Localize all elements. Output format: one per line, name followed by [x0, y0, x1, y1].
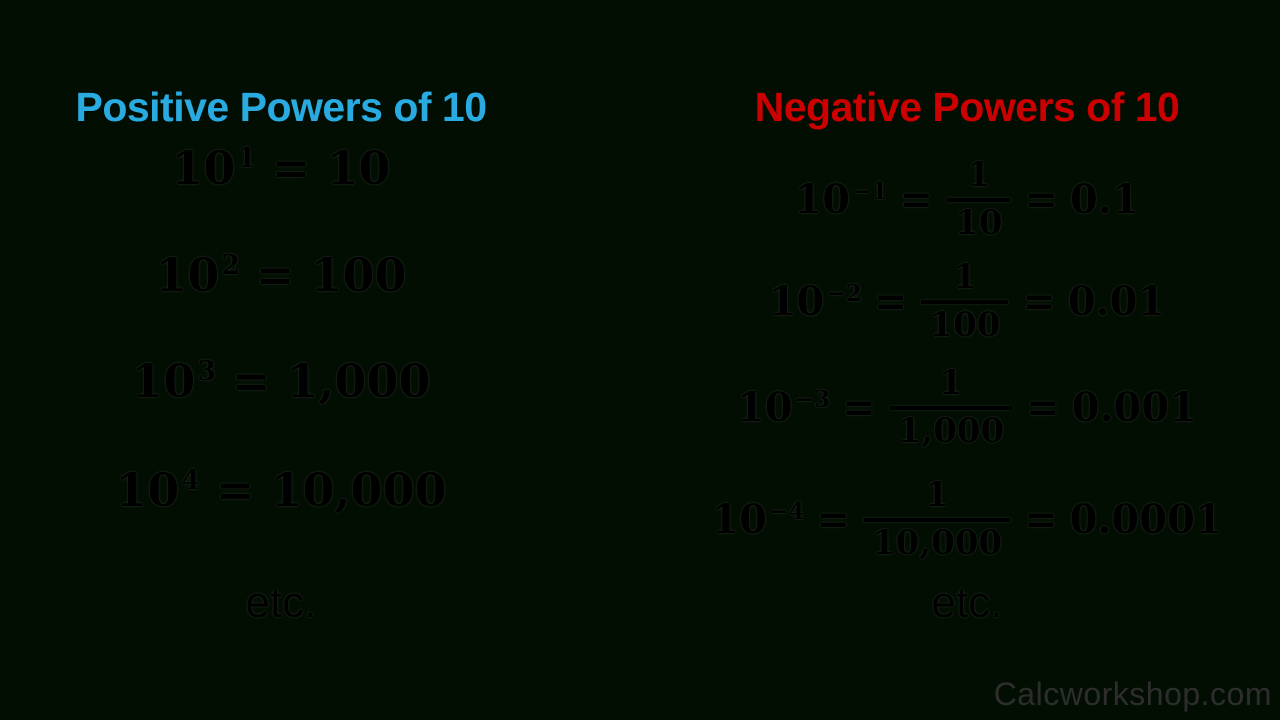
positive-powers-heading: Positive Powers of 10 — [75, 84, 487, 130]
fraction-numerator: 1 — [939, 363, 963, 404]
negative-etc-label: etc. — [931, 578, 1003, 627]
negative-equation-row-4: 10−4 = 1 10,000 = 0.0001 — [711, 462, 1222, 577]
equals-sign: = — [231, 354, 271, 408]
positive-equation-row-4: 104 = 10,000 — [31, 460, 531, 520]
fraction-bar — [889, 405, 1013, 410]
positive-etc-label: etc. — [245, 578, 317, 627]
negative-equation-row-3: 10−3 = 1 1,000 = 0.001 — [717, 350, 1217, 465]
fraction: 1 100 — [921, 257, 1009, 345]
equals-sign: = — [1026, 384, 1060, 431]
equation-base: 10−3 — [737, 384, 831, 431]
equation-base: 102 — [155, 248, 240, 302]
equals-sign: = — [899, 176, 934, 223]
fraction: 1 1,000 — [889, 363, 1013, 451]
equation-base: 104 — [115, 463, 200, 517]
positive-equation-row-1: 101 = 10 — [31, 138, 531, 198]
equation-base: 10−2 — [768, 278, 862, 325]
equation-exponent: 3 — [197, 356, 216, 388]
positive-equation-row-3: 103 = 1,000 — [31, 351, 531, 411]
equals-sign: = — [1024, 496, 1058, 543]
fraction-numerator: 1 — [966, 155, 991, 196]
equals-sign: = — [272, 141, 311, 195]
equation-exponent: −2 — [826, 279, 862, 307]
equation-exponent: −4 — [768, 497, 805, 525]
equation-exponent: 4 — [181, 465, 200, 497]
fraction-denominator: 1,000 — [897, 410, 1005, 451]
equals-sign: = — [256, 248, 295, 302]
equation-base: 103 — [131, 354, 216, 408]
fraction-numerator: 1 — [953, 257, 977, 298]
equation-exponent: 2 — [221, 250, 240, 282]
negative-equation-row-2: 10−2 = 1 100 = 0.01 — [717, 244, 1217, 359]
equation-value: 0.01 — [1067, 278, 1166, 325]
watermark-text: Calcworkshop.com — [993, 676, 1272, 712]
equation-base: 10−4 — [711, 496, 805, 543]
equation-value: 1,000 — [286, 354, 431, 408]
equals-sign: = — [215, 463, 255, 517]
positive-equation-row-2: 102 = 100 — [31, 245, 531, 305]
fraction-bar — [864, 517, 1011, 522]
negative-powers-heading: Negative Powers of 10 — [754, 84, 1180, 130]
equation-value: 0.0001 — [1069, 496, 1223, 543]
equation-exponent: 1 — [237, 143, 256, 175]
fraction: 1 10,000 — [864, 475, 1011, 563]
fraction-denominator: 10 — [955, 202, 1003, 243]
equation-value: 100 — [310, 248, 407, 302]
fraction: 1 10 — [947, 155, 1011, 243]
equals-sign: = — [873, 278, 908, 325]
equation-value: 10 — [326, 141, 391, 195]
fraction-bar — [921, 299, 1009, 304]
equals-sign: = — [816, 496, 851, 543]
equation-base: 101 — [171, 141, 256, 195]
fraction-bar — [947, 197, 1011, 202]
equals-sign: = — [842, 384, 876, 431]
equals-sign: = — [1022, 278, 1056, 325]
equation-value: 0.001 — [1071, 384, 1197, 431]
fraction-numerator: 1 — [925, 475, 949, 516]
equation-value: 10,000 — [270, 463, 447, 517]
fraction-denominator: 10,000 — [872, 522, 1003, 563]
fraction-denominator: 100 — [929, 304, 1001, 345]
equals-sign: = — [1024, 176, 1058, 223]
equation-value: 0.1 — [1070, 176, 1140, 223]
equation-exponent: −3 — [794, 385, 831, 413]
equation-exponent: −1 — [852, 177, 888, 205]
equation-base: 10−1 — [794, 176, 888, 223]
negative-equation-row-1: 10−1 = 1 10 = 0.1 — [717, 142, 1217, 257]
